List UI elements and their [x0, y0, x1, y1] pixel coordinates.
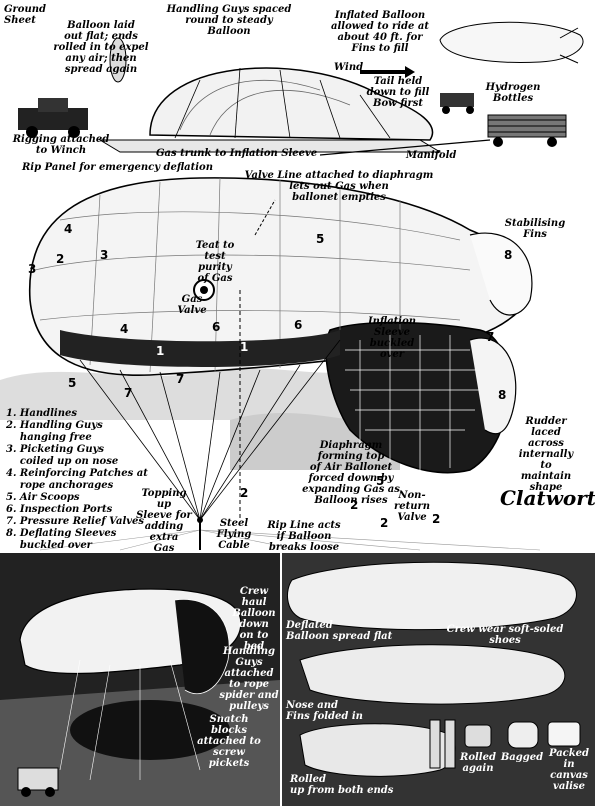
number-1: 1	[156, 344, 165, 358]
label-crew-haul: Crew haul Balloon down on to bed	[232, 586, 276, 652]
label-valve-line: Valve Line attached to diaphragm lets ou…	[244, 170, 434, 203]
label-inflation-sleeve: Inflation Sleeve buckled over	[367, 316, 417, 360]
half-inflated-balloon	[149, 67, 434, 141]
legend-item: 5. Air Scoops	[6, 492, 80, 503]
number-2: 2	[432, 512, 441, 526]
number-4: 4	[64, 222, 73, 236]
inflated-balloon-riding	[439, 21, 584, 63]
label-diaphragm: Diaphragm forming top of Air Ballonet fo…	[302, 440, 400, 506]
label-bagged: Bagged	[500, 752, 544, 763]
number-6: 6	[294, 318, 303, 332]
label-deflated-balloon: Deflated Balloon spread flat	[286, 620, 393, 642]
legend-item: 3. Picketing Guys coiled up on nose	[6, 444, 119, 467]
artist-signature: Clatworthy	[500, 486, 595, 510]
legend: 1. Handlines 2. Handling Guys hanging fr…	[6, 408, 148, 552]
label-steel-flying-cable: Steel Flying Cable	[216, 518, 252, 551]
number-2: 2	[240, 486, 249, 500]
ground-sheet	[98, 139, 442, 153]
label-handling-guys: Handling Guys spaced round to steady Bal…	[166, 4, 292, 37]
number-7: 7	[124, 386, 133, 400]
winch-truck	[17, 767, 59, 791]
number-8: 8	[504, 248, 513, 262]
handling-guys-lines	[174, 67, 391, 139]
label-ground-sheet: Ground Sheet	[4, 4, 47, 26]
lower-hull-shadow	[60, 330, 340, 368]
cloud	[0, 368, 360, 420]
rolled-again-bundle	[464, 724, 492, 748]
legend-item: 2. Handling Guys hanging free	[6, 420, 103, 443]
legend-item: 4. Reinforcing Patches at rope anchorage…	[6, 468, 148, 491]
label-rigging: Rigging attached to Winch	[12, 134, 110, 156]
label-rip-line: Rip Line acts if Balloon breaks loose	[267, 520, 341, 553]
number-5: 5	[68, 376, 77, 390]
rigging-lines	[79, 339, 341, 521]
label-rolled-up: Rolled up from both ends	[290, 774, 394, 796]
label-wind: Wind	[334, 62, 364, 73]
legend-item: 6. Inspection Ports	[6, 504, 113, 515]
label-rudder: Rudder laced across internally to mainta…	[518, 416, 574, 493]
air-ballonet	[325, 321, 510, 474]
legend-item: 1. Handlines	[6, 408, 77, 419]
number-7: 7	[486, 330, 495, 344]
label-gas-trunk: Gas trunk to Inflation Sleeve	[156, 148, 318, 159]
number-2: 2	[380, 516, 389, 530]
bottom-right-panel	[282, 553, 595, 806]
label-teat: Teat to test purity of Gas	[195, 240, 235, 284]
number-3: 3	[100, 248, 109, 262]
label-manifold: Manifold	[406, 150, 457, 161]
label-crew-wear: Crew wear soft-soled shoes	[446, 624, 564, 646]
deflated-balloon-flat	[287, 561, 577, 631]
canvas-valise	[547, 721, 581, 747]
number-6: 6	[212, 320, 221, 334]
gas-trunk-hose	[319, 139, 491, 156]
label-gas-valve: Gas Valve	[177, 294, 207, 316]
number-2: 2	[350, 498, 359, 512]
background-rays	[39, 529, 541, 551]
bottom-left-panel	[0, 553, 280, 806]
rudder-fin	[469, 337, 517, 435]
bottom-left-guys	[59, 659, 201, 781]
number-2: 2	[56, 252, 65, 266]
label-tail-held: Tail held down to fill Bow first	[366, 76, 430, 109]
nose-fins-folded	[299, 644, 566, 705]
stabilising-fin	[469, 232, 533, 316]
roll-1	[429, 719, 441, 769]
label-nose-fins: Nose and Fins folded in	[286, 700, 363, 722]
number-1: 1	[240, 340, 249, 354]
roll-2	[444, 719, 456, 769]
envelope-seams	[34, 177, 471, 373]
balloon-shadow	[70, 700, 230, 760]
number-7: 7	[176, 372, 185, 386]
top-panel-illustration	[0, 0, 595, 160]
label-packed-valise: Packed in canvas valise	[548, 748, 590, 792]
label-hydrogen-bottles: Hydrogen Bottles	[485, 82, 541, 104]
main-balloon-illustration	[0, 162, 595, 551]
label-rolled-again: Rolled again	[460, 752, 496, 774]
number-5: 5	[376, 474, 385, 488]
label-stabilising-fins: Stabilising Fins	[504, 218, 566, 240]
legend-item: 7. Pressure Relief Valves	[6, 516, 145, 527]
rolled-balloon-end	[109, 37, 127, 83]
label-topping-up-sleeve: Topping up Sleeve for adding extra Gas	[136, 488, 192, 554]
label-snatch-blocks: Snatch blocks attached to screw pickets	[197, 714, 261, 769]
label-rip-panel: Rip Panel for emergency deflation	[22, 162, 213, 173]
legend-item: 8. Deflating Sleeves buckled over	[6, 528, 117, 551]
label-balloon-laid-flat: Balloon laid out flat; ends rolled in to…	[53, 20, 149, 75]
wind-arrow	[360, 66, 415, 78]
number-5: 5	[316, 232, 325, 246]
number-4: 4	[120, 322, 129, 336]
hydrogen-trailer	[440, 93, 567, 147]
number-3: 3	[28, 262, 37, 276]
label-non-return-valve: Non- return Valve	[393, 490, 431, 523]
label-guys-attached: Handling Guys attached to rope spider an…	[219, 646, 279, 712]
label-inflated-balloon: Inflated Balloon allowed to ride at abou…	[331, 10, 429, 54]
number-8: 8	[498, 388, 507, 402]
bag	[507, 721, 539, 749]
winch-lorry	[18, 98, 88, 138]
